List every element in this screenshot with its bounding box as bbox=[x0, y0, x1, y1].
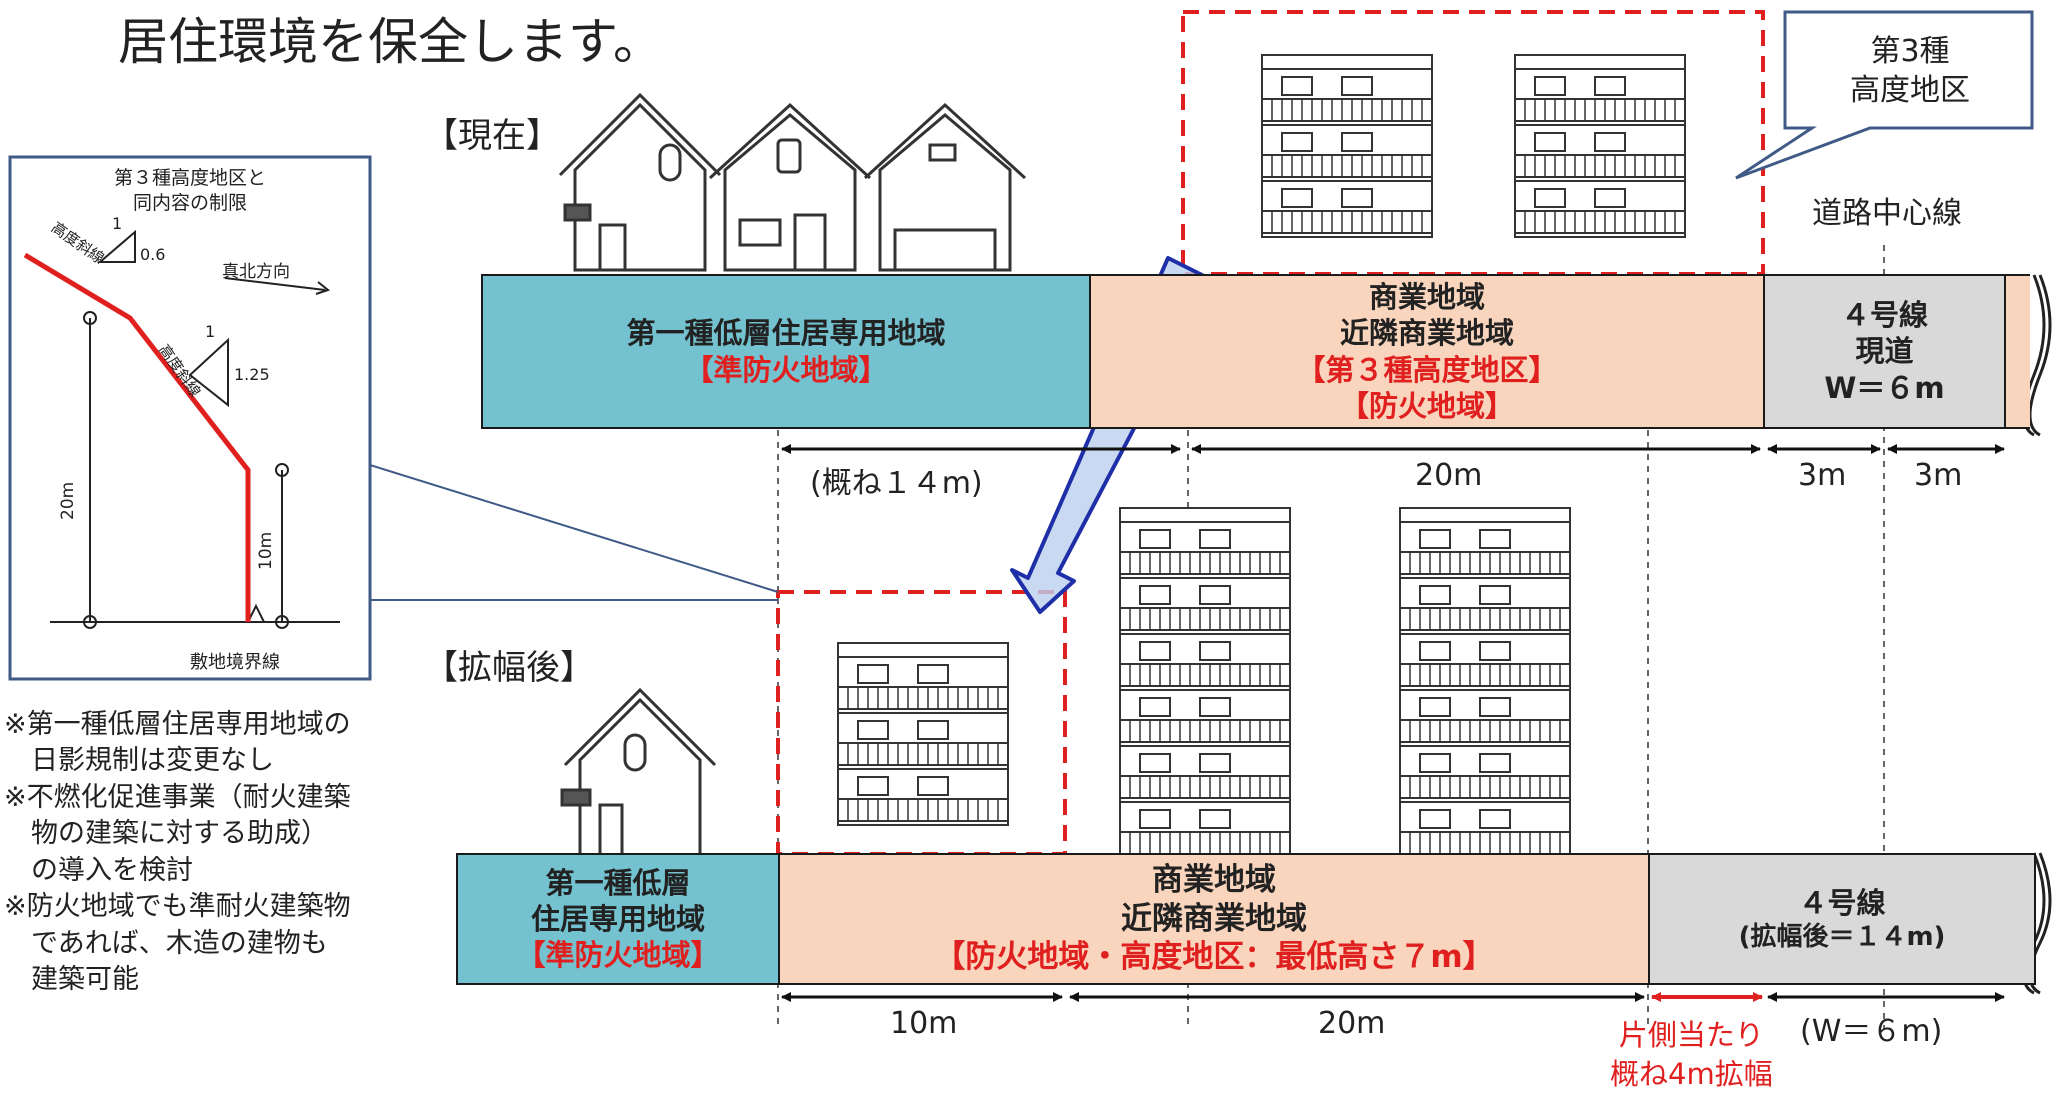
note-line: ※第一種低層住居専用地域の bbox=[4, 709, 351, 740]
note-line: 日影規制は変更なし bbox=[4, 745, 274, 777]
house-group-current bbox=[558, 92, 1027, 272]
zone-after-residential: 第一種低層 住居専用地域 【準防火地域】 bbox=[456, 853, 780, 985]
inset-boundary: 敷地境界線 bbox=[190, 652, 280, 673]
zone-current-commercial: 商業地域 近隣商業地域 【第３種高度地区】 【防火地域】 bbox=[1089, 274, 1765, 429]
road-current-width: W＝６m bbox=[1824, 370, 1945, 405]
note-line: 建築可能 bbox=[4, 964, 139, 996]
after-label: 【拡幅後】 bbox=[424, 648, 594, 688]
dim-after-road: (W＝６m) bbox=[1800, 1014, 1943, 1049]
note-line: の導入を検討 bbox=[4, 854, 193, 886]
inset-north: 真北方向 bbox=[222, 262, 290, 282]
inset-slope1-run: 1 bbox=[112, 214, 123, 233]
house-after bbox=[560, 687, 717, 857]
zone-after-commercial-name2: 近隣商業地域 bbox=[1121, 900, 1307, 937]
note-line: であれば、木造の建物も bbox=[4, 927, 328, 959]
zone-after-residential-name2: 住居専用地域 bbox=[530, 901, 705, 936]
zone-current-road: ４号線 現道 W＝６m bbox=[1763, 274, 2006, 429]
inset-title: 第３種高度地区と 同内容の制限 bbox=[113, 167, 266, 214]
zone-after-commercial: 商業地域 近隣商業地域 【防火地域・高度地区：最低高さ７m】 bbox=[778, 853, 1650, 985]
road-center-label: 道路中心線 bbox=[1812, 196, 1962, 231]
inset-height-10: 10m bbox=[256, 531, 276, 570]
road-current-name: ４号線 bbox=[1840, 298, 1928, 333]
inset-slope2-rise: 1.25 bbox=[234, 365, 270, 384]
zone-after-commercial-restrictions: 【防火地域・高度地区：最低高さ７m】 bbox=[934, 939, 1494, 976]
zone-current-commercial-name1: 商業地域 bbox=[1368, 280, 1485, 314]
callout-height-district: 第3種 高度地区 bbox=[1850, 34, 1970, 108]
zone-current-residential-fire: 【準防火地域】 bbox=[684, 352, 888, 387]
dim-current-road-left: 3m bbox=[1798, 458, 1847, 493]
zone-after-road: ４号線 (拡幅後＝１４m) bbox=[1648, 853, 2036, 985]
dim-current-road-right: 3m bbox=[1914, 458, 1963, 493]
note-line: ※防火地域でも準耐火建築物 bbox=[4, 891, 351, 923]
note-line: 物の建築に対する助成） bbox=[4, 818, 328, 850]
page-title: 居住環境を保全します。 bbox=[118, 13, 663, 71]
zone-current-residential: 第一種低層住居専用地域 【準防火地域】 bbox=[481, 274, 1091, 429]
apartments-current bbox=[1261, 54, 1686, 238]
zone-after-residential-name1: 第一種低層 bbox=[545, 865, 691, 900]
widening-note: 片側当たり 概ね4m拡幅 bbox=[1610, 1018, 1773, 1092]
zone-current-commercial-fire: 【防火地域】 bbox=[1339, 388, 1514, 423]
dim-after-left: 10m bbox=[890, 1006, 958, 1041]
zone-after-commercial-name1: 商業地域 bbox=[1152, 861, 1276, 898]
inset-slope1-rise: 0.6 bbox=[140, 245, 166, 264]
apartments-after-short bbox=[837, 642, 1009, 826]
road-current-status: 現道 bbox=[1855, 334, 1914, 369]
note-line: ※不燃化促進事業（耐火建築 bbox=[4, 781, 351, 813]
zone-current-residential-name: 第一種低層住居専用地域 bbox=[626, 316, 946, 351]
dim-after-middle: 20m bbox=[1318, 1006, 1386, 1041]
road-after-width: (拡幅後＝１４m) bbox=[1738, 921, 1946, 952]
zone-current-commercial-name2: 近隣商業地域 bbox=[1339, 316, 1514, 351]
zone-after-residential-fire: 【準防火地域】 bbox=[516, 938, 720, 973]
current-label: 【現在】 bbox=[424, 116, 560, 156]
dim-current-residential: (概ね１４m) bbox=[810, 466, 983, 501]
inset-height-20: 20m bbox=[58, 481, 78, 520]
apartments-after-tall bbox=[1119, 507, 1571, 859]
dim-current-commercial: 20m bbox=[1415, 458, 1483, 493]
inset-slope2-run: 1 bbox=[205, 322, 216, 341]
zone-current-commercial-height: 【第３種高度地区】 bbox=[1296, 352, 1558, 387]
zone-current-commercial-far bbox=[2004, 274, 2030, 429]
notes: ※第一種低層住居専用地域の 日影規制は変更なし ※不燃化促進事業（耐火建築 物の… bbox=[4, 707, 351, 999]
road-after-name: ４号線 bbox=[1798, 885, 1886, 920]
